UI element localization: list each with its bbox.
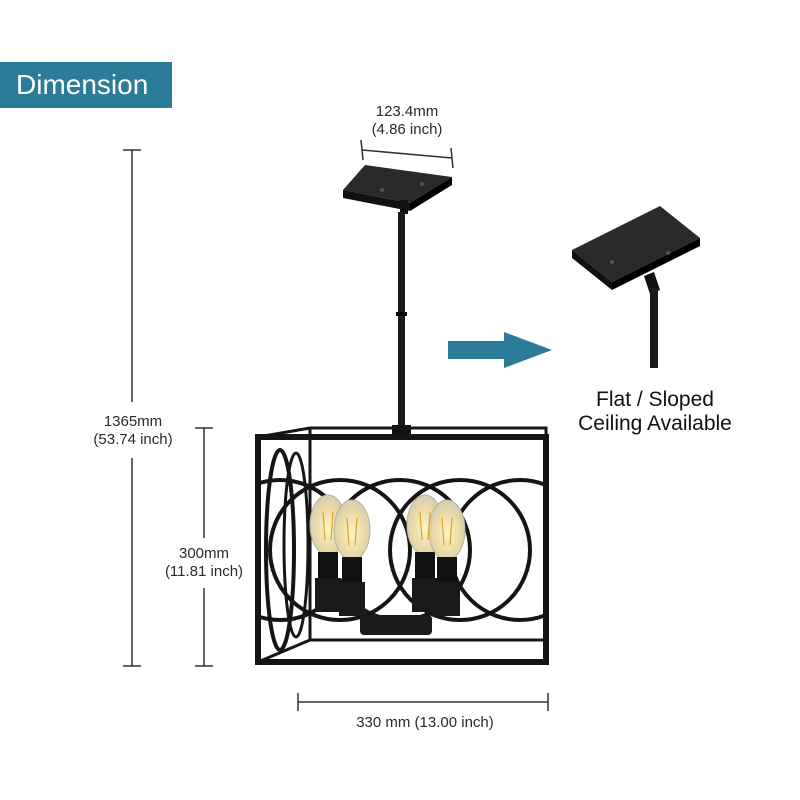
ceiling-callout: Flat / Sloped Ceiling Available <box>555 388 755 436</box>
ceiling-canopy <box>343 165 452 214</box>
canopy-dimension-label: 123.4mm (4.86 inch) <box>360 103 454 139</box>
canopy-dimension-line <box>360 139 454 169</box>
cage-width: 330 mm (13.00 inch) <box>356 714 494 731</box>
cage-width-dimension-line <box>297 693 549 711</box>
cage-height-inch: (11.81 inch) <box>164 563 244 580</box>
right-arrow-icon <box>448 332 552 368</box>
bulb-2 <box>333 499 371 616</box>
banner-title: Dimension <box>16 69 149 100</box>
callout-line-2: Ceiling Available <box>578 412 732 435</box>
canopy-mm: 123.4mm <box>375 103 439 120</box>
dimension-banner: Dimension <box>0 62 172 108</box>
cage-width-label: 330 mm (13.00 inch) <box>325 714 525 732</box>
bulbs <box>309 494 466 635</box>
cage-height-mm: 300mm <box>178 545 230 562</box>
cage-height-dimension-line <box>195 427 213 667</box>
cage-height-label: 300mm (11.81 inch) <box>150 545 258 581</box>
total-height-dimension-line <box>123 149 141 667</box>
callout-line-1: Flat / Sloped <box>596 388 714 411</box>
total-height-label: 1365mm (53.74 inch) <box>78 413 188 449</box>
total-height-mm: 1365mm <box>103 413 163 430</box>
downrod <box>392 212 411 437</box>
bulb-4 <box>428 499 466 616</box>
canopy-inch: (4.86 inch) <box>371 121 443 138</box>
total-height-inch: (53.74 inch) <box>93 431 173 448</box>
sloped-canopy <box>572 206 700 368</box>
